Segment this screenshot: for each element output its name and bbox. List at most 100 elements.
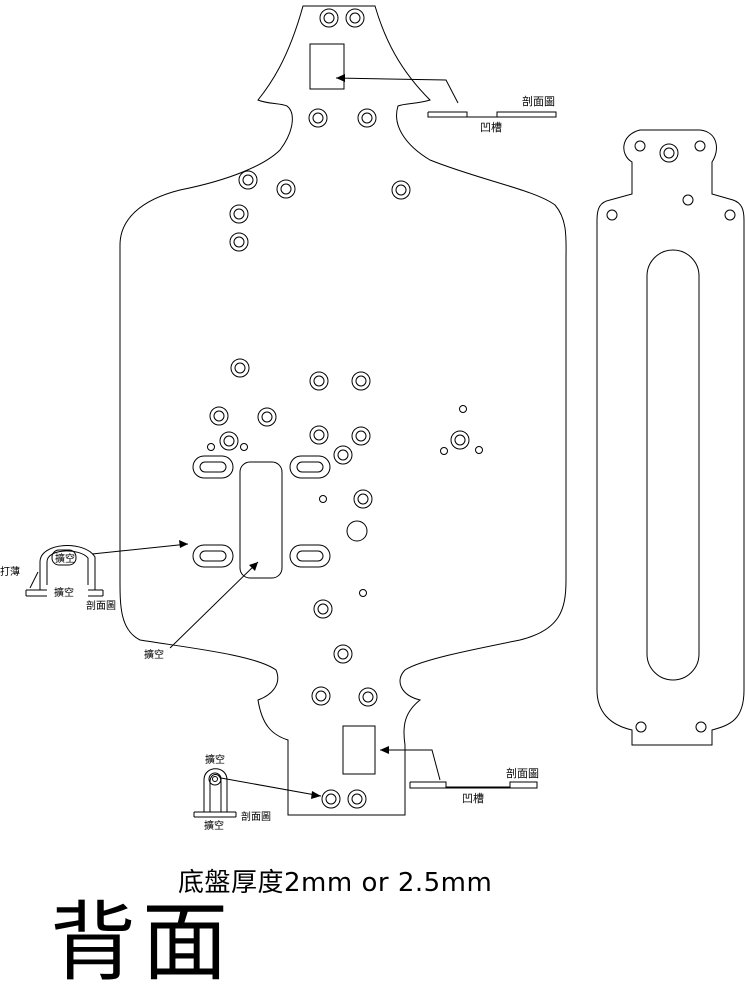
hole-inner	[233, 236, 245, 248]
hole-inner	[362, 691, 374, 703]
hole-inner	[261, 411, 273, 423]
oval-slot	[192, 544, 234, 568]
mounting-holes	[207, 8, 483, 809]
hole	[351, 426, 371, 446]
hole	[357, 108, 377, 128]
label-thin-side: 打薄	[0, 565, 20, 578]
groove-top-rect	[309, 43, 345, 90]
label-hollow-center: 擴空	[144, 648, 164, 661]
hole	[219, 431, 239, 451]
hole	[345, 8, 365, 28]
label-section-left: 剖面圖	[86, 599, 116, 612]
hole	[659, 143, 679, 163]
hole	[347, 789, 367, 809]
hole	[635, 721, 647, 733]
hole-inner	[337, 648, 349, 660]
hole-inner	[280, 183, 292, 195]
hole	[634, 140, 646, 152]
hole	[475, 446, 483, 454]
hole-inner	[351, 793, 363, 805]
hole	[229, 204, 249, 224]
label-groove-bottom: 凹槽	[462, 792, 484, 805]
hole-inner	[242, 174, 254, 186]
hole	[229, 232, 249, 252]
oval-slot-inner	[296, 461, 324, 473]
hole-inner	[355, 430, 367, 442]
hole-inner	[361, 112, 373, 124]
chassis-outline	[119, 5, 567, 816]
hole	[333, 644, 353, 664]
hole	[257, 407, 277, 427]
hole	[309, 371, 329, 391]
hole	[238, 170, 258, 190]
hole	[450, 430, 470, 450]
hole	[209, 406, 229, 426]
hole	[346, 520, 368, 542]
side-plate-slot	[646, 249, 700, 681]
hole	[311, 686, 331, 706]
hole	[319, 8, 339, 28]
hole	[308, 108, 328, 128]
hole-inner	[213, 410, 225, 422]
small-section-detail	[193, 768, 237, 818]
hole	[240, 443, 248, 451]
hole-inner	[395, 184, 407, 196]
hole	[309, 425, 329, 445]
label-section-bottom: 剖面圖	[506, 766, 539, 780]
hole-inner	[349, 12, 361, 24]
hole-inner	[357, 493, 369, 505]
hole	[333, 445, 353, 465]
oval-slot-inner	[199, 461, 227, 473]
hole	[358, 687, 378, 707]
oval-slot	[289, 455, 331, 479]
hole	[321, 789, 341, 809]
hole	[276, 179, 296, 199]
label-hollow-left-bottom: 擴空	[54, 586, 74, 599]
hole	[391, 180, 411, 200]
hole-inner	[337, 449, 349, 461]
thickness-caption: 底盤厚度2mm or 2.5mm	[178, 868, 493, 898]
label-section-top: 剖面圖	[522, 94, 555, 108]
hole-inner	[313, 429, 325, 441]
hole	[230, 358, 250, 378]
oval-slots	[192, 455, 331, 568]
label-hollow-left-top: 擴空	[55, 552, 75, 565]
view-title: 背面	[50, 893, 234, 993]
hole	[353, 489, 373, 509]
hole	[724, 209, 736, 221]
oval-slot	[289, 544, 331, 568]
side-plate-outline	[596, 129, 745, 746]
oval-slot-inner	[199, 550, 227, 562]
hole-inner	[313, 375, 325, 387]
hole-inner	[325, 793, 337, 805]
side-plate-holes	[606, 140, 736, 733]
hole-inner	[355, 375, 367, 387]
groove-bottom-rect	[342, 725, 376, 775]
hole-inner	[234, 362, 246, 374]
hole-inner	[233, 208, 245, 220]
oval-slot-inner	[296, 550, 324, 562]
hole	[359, 589, 367, 597]
hole-inner	[454, 434, 466, 446]
hole	[459, 405, 467, 413]
hole	[695, 721, 707, 733]
label-hollow-small-top: 擴空	[205, 753, 225, 766]
hole-inner	[663, 147, 675, 159]
leader-lines	[91, 74, 557, 799]
hole-inner	[317, 603, 329, 615]
hole	[313, 599, 333, 619]
label-groove-top: 凹槽	[480, 121, 502, 134]
hole-inner	[315, 690, 327, 702]
hole	[682, 194, 694, 206]
hole	[319, 495, 327, 503]
left-section-detail	[25, 545, 104, 597]
hole-inner	[312, 112, 324, 124]
label-section-small: 剖面圖	[241, 810, 271, 823]
hole	[351, 371, 371, 391]
hole	[606, 209, 618, 221]
hole-inner	[223, 435, 235, 447]
oval-slot	[192, 455, 234, 479]
hole	[207, 443, 215, 451]
